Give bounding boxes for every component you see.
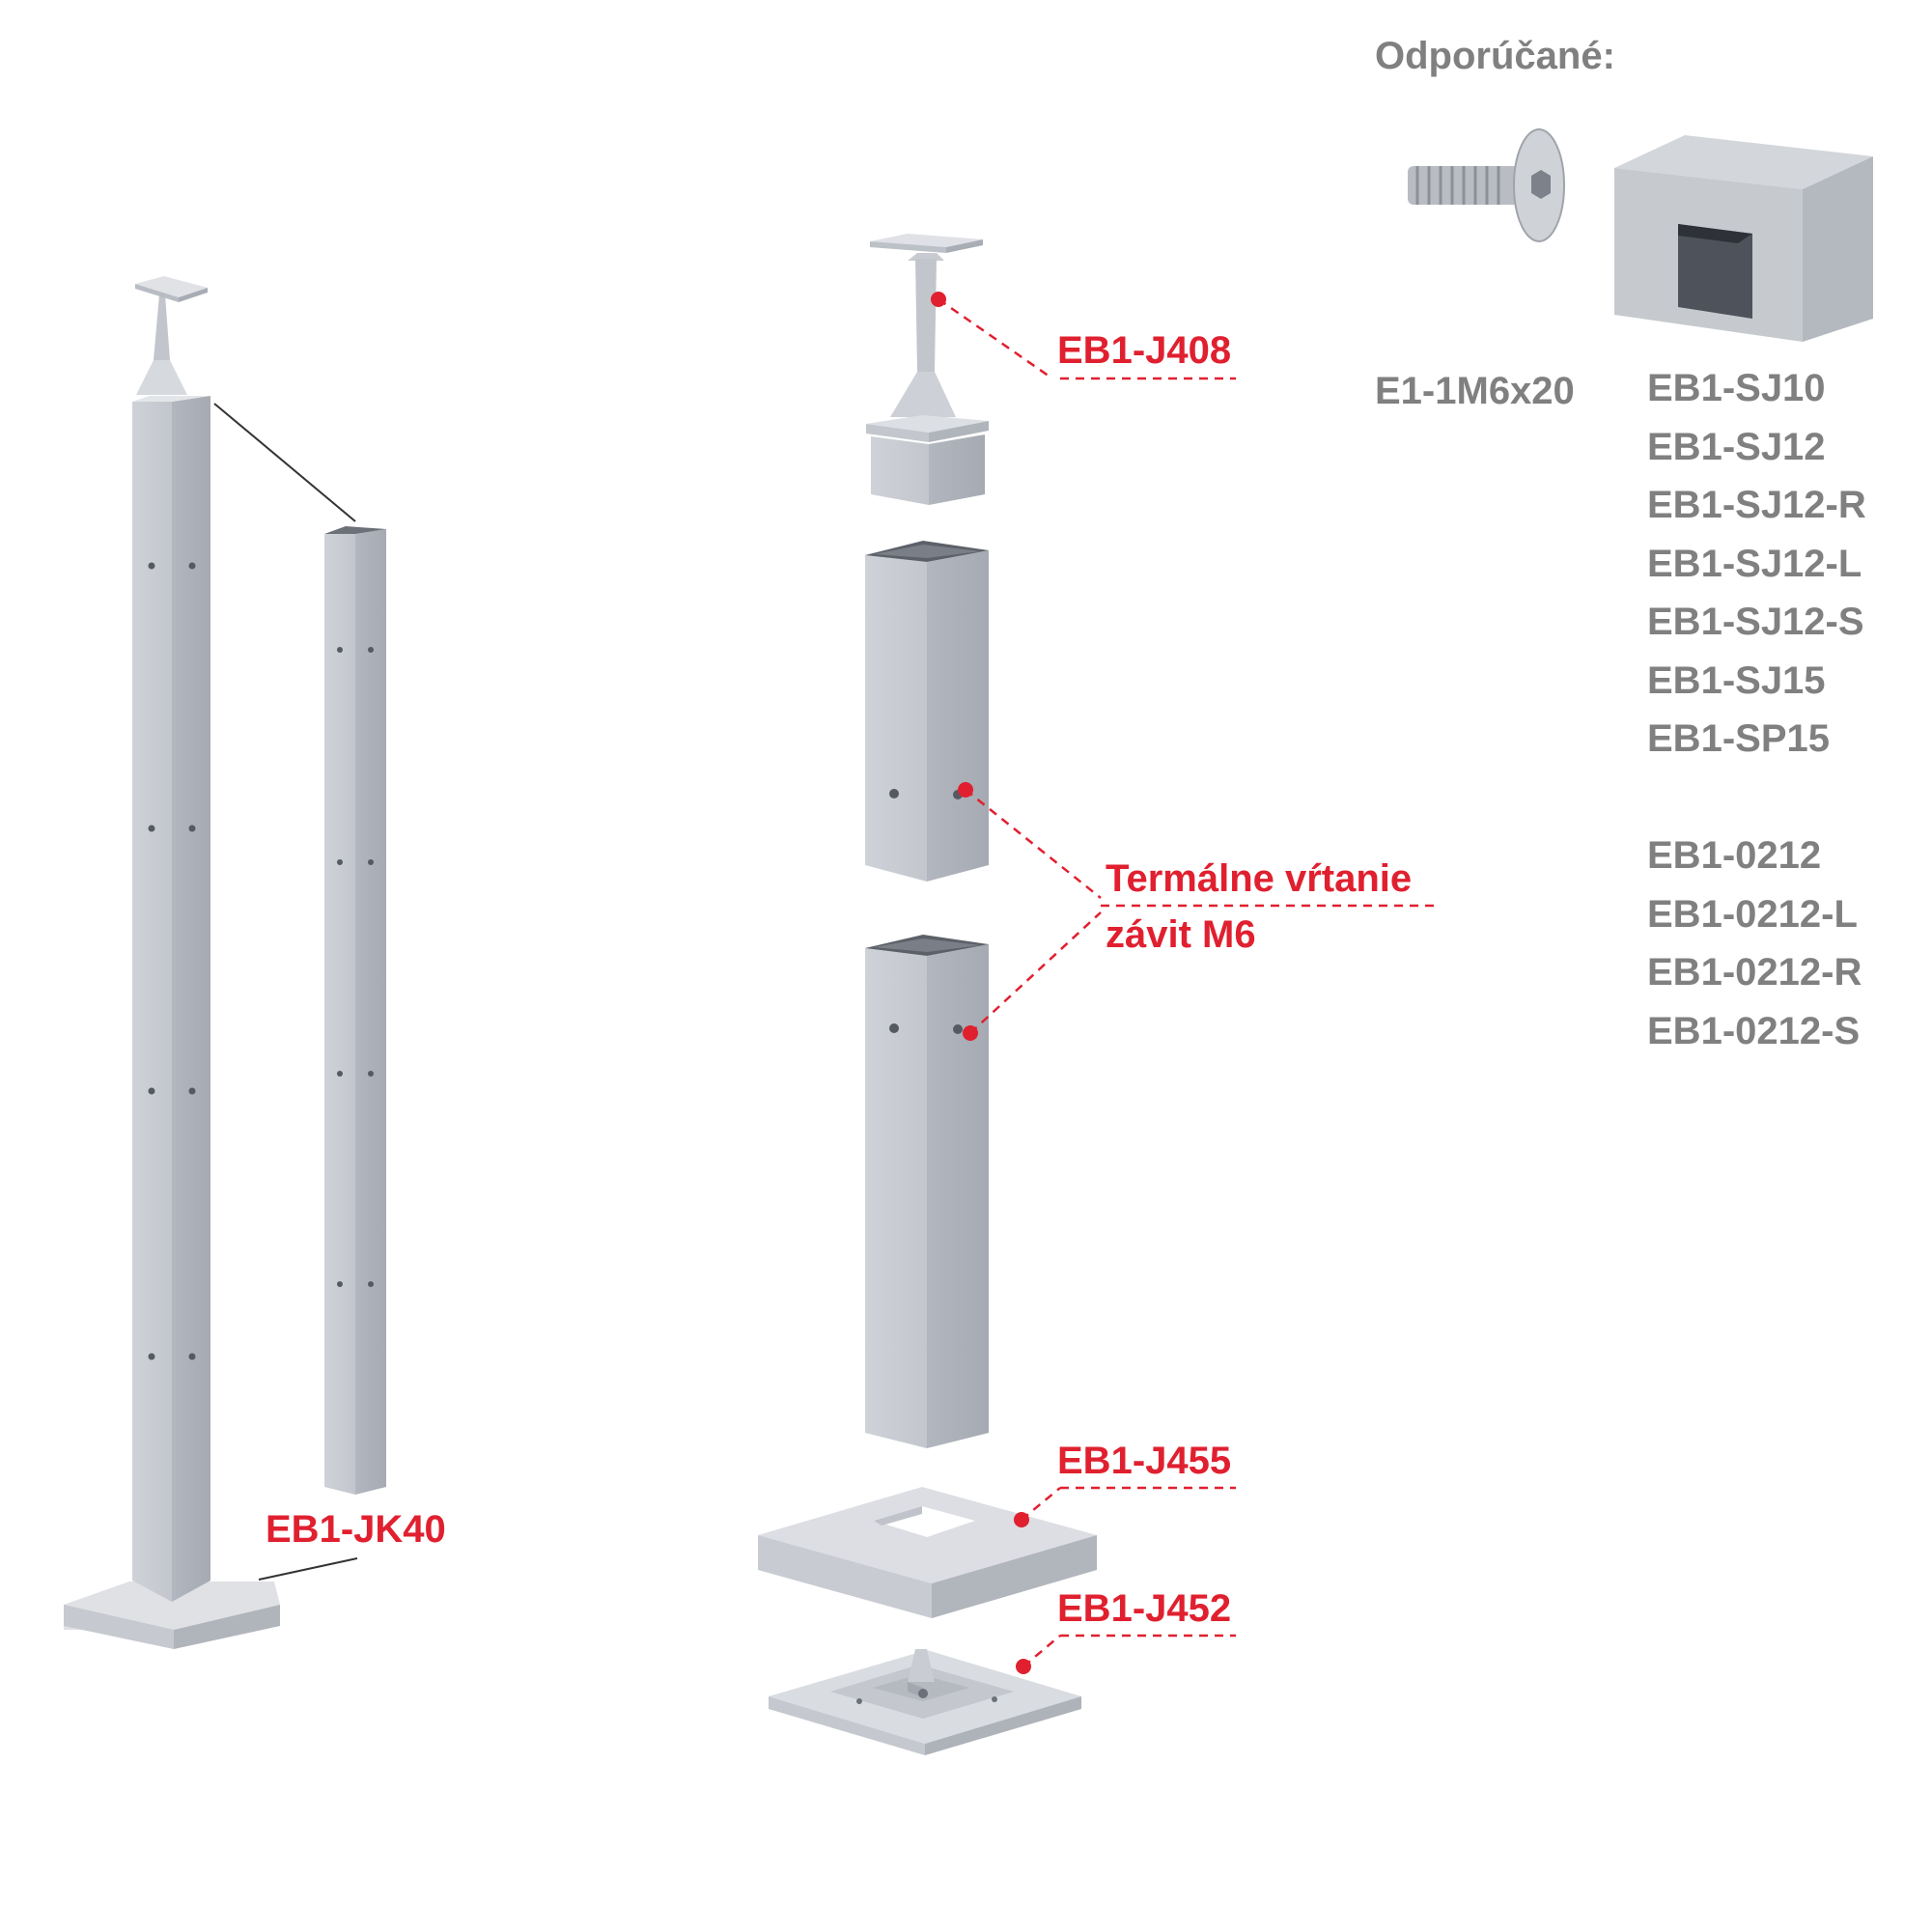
- screw-code: E1-1M6x20: [1375, 370, 1575, 412]
- tube-upper: [865, 541, 989, 882]
- screw-icon: [1408, 128, 1565, 242]
- top-adapter: [866, 234, 989, 505]
- connector-code: EB1-0212-S: [1647, 1009, 1861, 1052]
- callout-cover-plate: EB1-J455: [1057, 1440, 1232, 1482]
- connector-code: EB1-SP15: [1647, 717, 1830, 760]
- callout-drilling-line2: závit M6: [1106, 913, 1256, 956]
- base-mount: [769, 1649, 1081, 1755]
- connector-code: EB1-0212-L: [1647, 892, 1858, 936]
- connector-code: EB1-SJ12: [1647, 425, 1826, 468]
- connector-code: EB1-SJ10: [1647, 367, 1826, 409]
- callout-top-adapter: EB1-J408: [1057, 329, 1232, 372]
- callout-leaders: [938, 297, 1439, 1667]
- callout-drilling-line1: Termálne vŕtanie: [1106, 857, 1413, 900]
- inner-tube: [324, 526, 386, 1495]
- connector-code: EB1-0212-R: [1647, 951, 1862, 994]
- recommended-heading: Odporúčané:: [1375, 35, 1615, 77]
- callout-dots: [931, 292, 1031, 1674]
- connector-code: EB1-SJ12-S: [1647, 601, 1864, 643]
- connector-code: EB1-SJ15: [1647, 658, 1826, 702]
- tube-lower: [865, 935, 989, 1448]
- connector-codes-group-2: EB1-0212 EB1-0212-L EB1-0212-R EB1-0212-…: [1647, 826, 1862, 1060]
- assembled-post: [64, 276, 280, 1649]
- callout-base-mount: EB1-J452: [1057, 1587, 1232, 1630]
- connector-block-icon: [1614, 135, 1873, 342]
- connector-codes-group-1: EB1-SJ10 EB1-SJ12 EB1-SJ12-R EB1-SJ12-L …: [1647, 359, 1866, 769]
- callout-post-assembly: EB1-JK40: [266, 1508, 446, 1551]
- cover-plate: [758, 1487, 1097, 1618]
- connector-code: EB1-0212: [1647, 834, 1822, 877]
- connector-code: EB1-SJ12-R: [1647, 484, 1866, 526]
- connector-code: EB1-SJ12-L: [1647, 542, 1862, 585]
